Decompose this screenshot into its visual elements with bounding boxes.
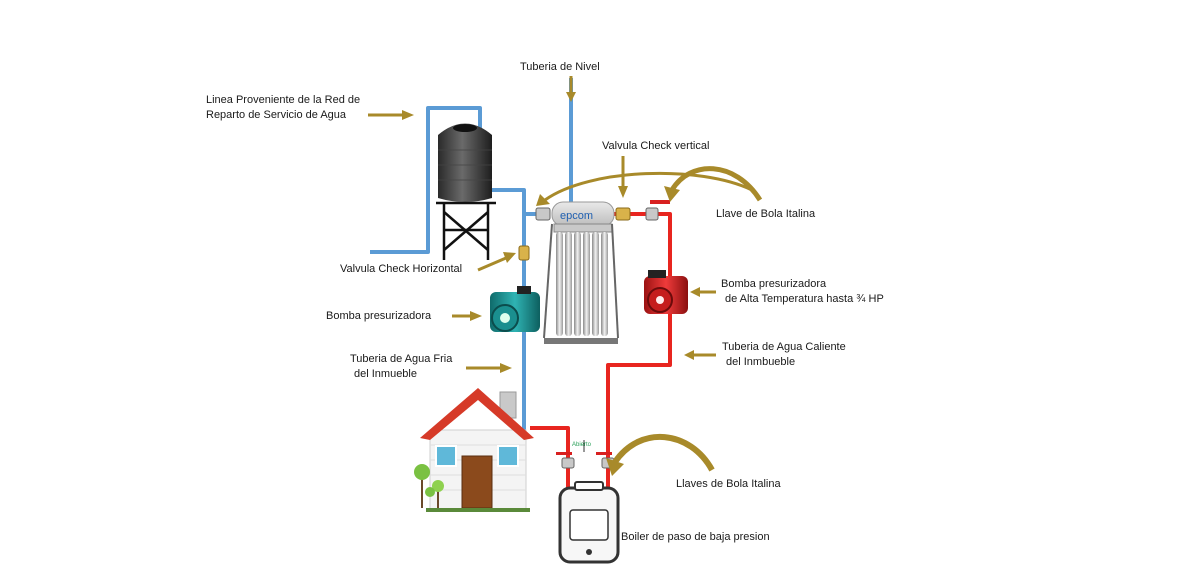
- label-abierto: Abierto: [572, 442, 592, 448]
- arrow-llaves-bola-italina: [606, 434, 715, 476]
- check-valve-horizontal: [518, 245, 530, 261]
- label-tuberia-nivel: Tuberia de Nivel: [520, 61, 600, 73]
- cold-inlet-valve: [535, 207, 551, 221]
- arrow-tuberia-nivel: [566, 76, 576, 102]
- arrow-check-vertical: [618, 156, 628, 198]
- supply-line-pipe: [370, 106, 482, 254]
- label-llaves-bola-italina: Llaves de Bola Italina: [676, 478, 781, 490]
- label-llave-bola-italina: Llave de Bola Italina: [716, 208, 816, 220]
- arrow-bomba-alta-temp: [690, 287, 716, 297]
- house-hot-pipe: [530, 426, 570, 455]
- low-pressure-boiler: [558, 481, 620, 564]
- ball-valve-top: [645, 200, 670, 221]
- trees: [414, 464, 444, 508]
- arrow-linea-red: [368, 110, 414, 120]
- high-temp-pressure-pump: [644, 270, 688, 314]
- label-boiler: Boiler de paso de baja presion: [621, 531, 770, 543]
- pressure-pump: [490, 286, 540, 332]
- arrow-llave-bola-curved: [536, 166, 763, 206]
- label-valvula-check-horizontal: Valvula Check Horizontal: [340, 263, 463, 275]
- label-tuberia-caliente: Tuberia de Agua Caliente del Inmbueble: [722, 341, 846, 368]
- label-valvula-check-vertical: Valvula Check vertical: [602, 140, 710, 152]
- pointer-arrows: [368, 76, 763, 476]
- solar-water-heater: epcom: [543, 201, 619, 344]
- tank-outlet-pipe: [480, 188, 526, 430]
- vacuum-tubes: [556, 232, 608, 336]
- arrow-bomba: [452, 311, 482, 321]
- brand-logo: epcom: [560, 210, 593, 222]
- tank-stand: [436, 201, 496, 260]
- label-linea-red: Linea Proveniente de la Red de Reparto d…: [206, 94, 361, 121]
- arrow-check-horizontal: [477, 252, 516, 272]
- water-storage-tank: [436, 123, 496, 260]
- arrow-tuberia-fria: [466, 363, 512, 373]
- arrow-tuberia-caliente: [684, 350, 716, 360]
- label-bomba-presurizadora: Bomba presurizadora: [326, 310, 432, 322]
- hot-water-pipes: [530, 212, 672, 490]
- house: [414, 388, 534, 512]
- label-tuberia-fria: Tuberia de Agua Fria del Inmueble: [350, 353, 453, 380]
- check-valve-vertical: [615, 207, 631, 221]
- label-bomba-alta-temp: Bomba presurizadora de Alta Temperatura …: [721, 278, 884, 305]
- boiler-ball-valves: [556, 452, 615, 469]
